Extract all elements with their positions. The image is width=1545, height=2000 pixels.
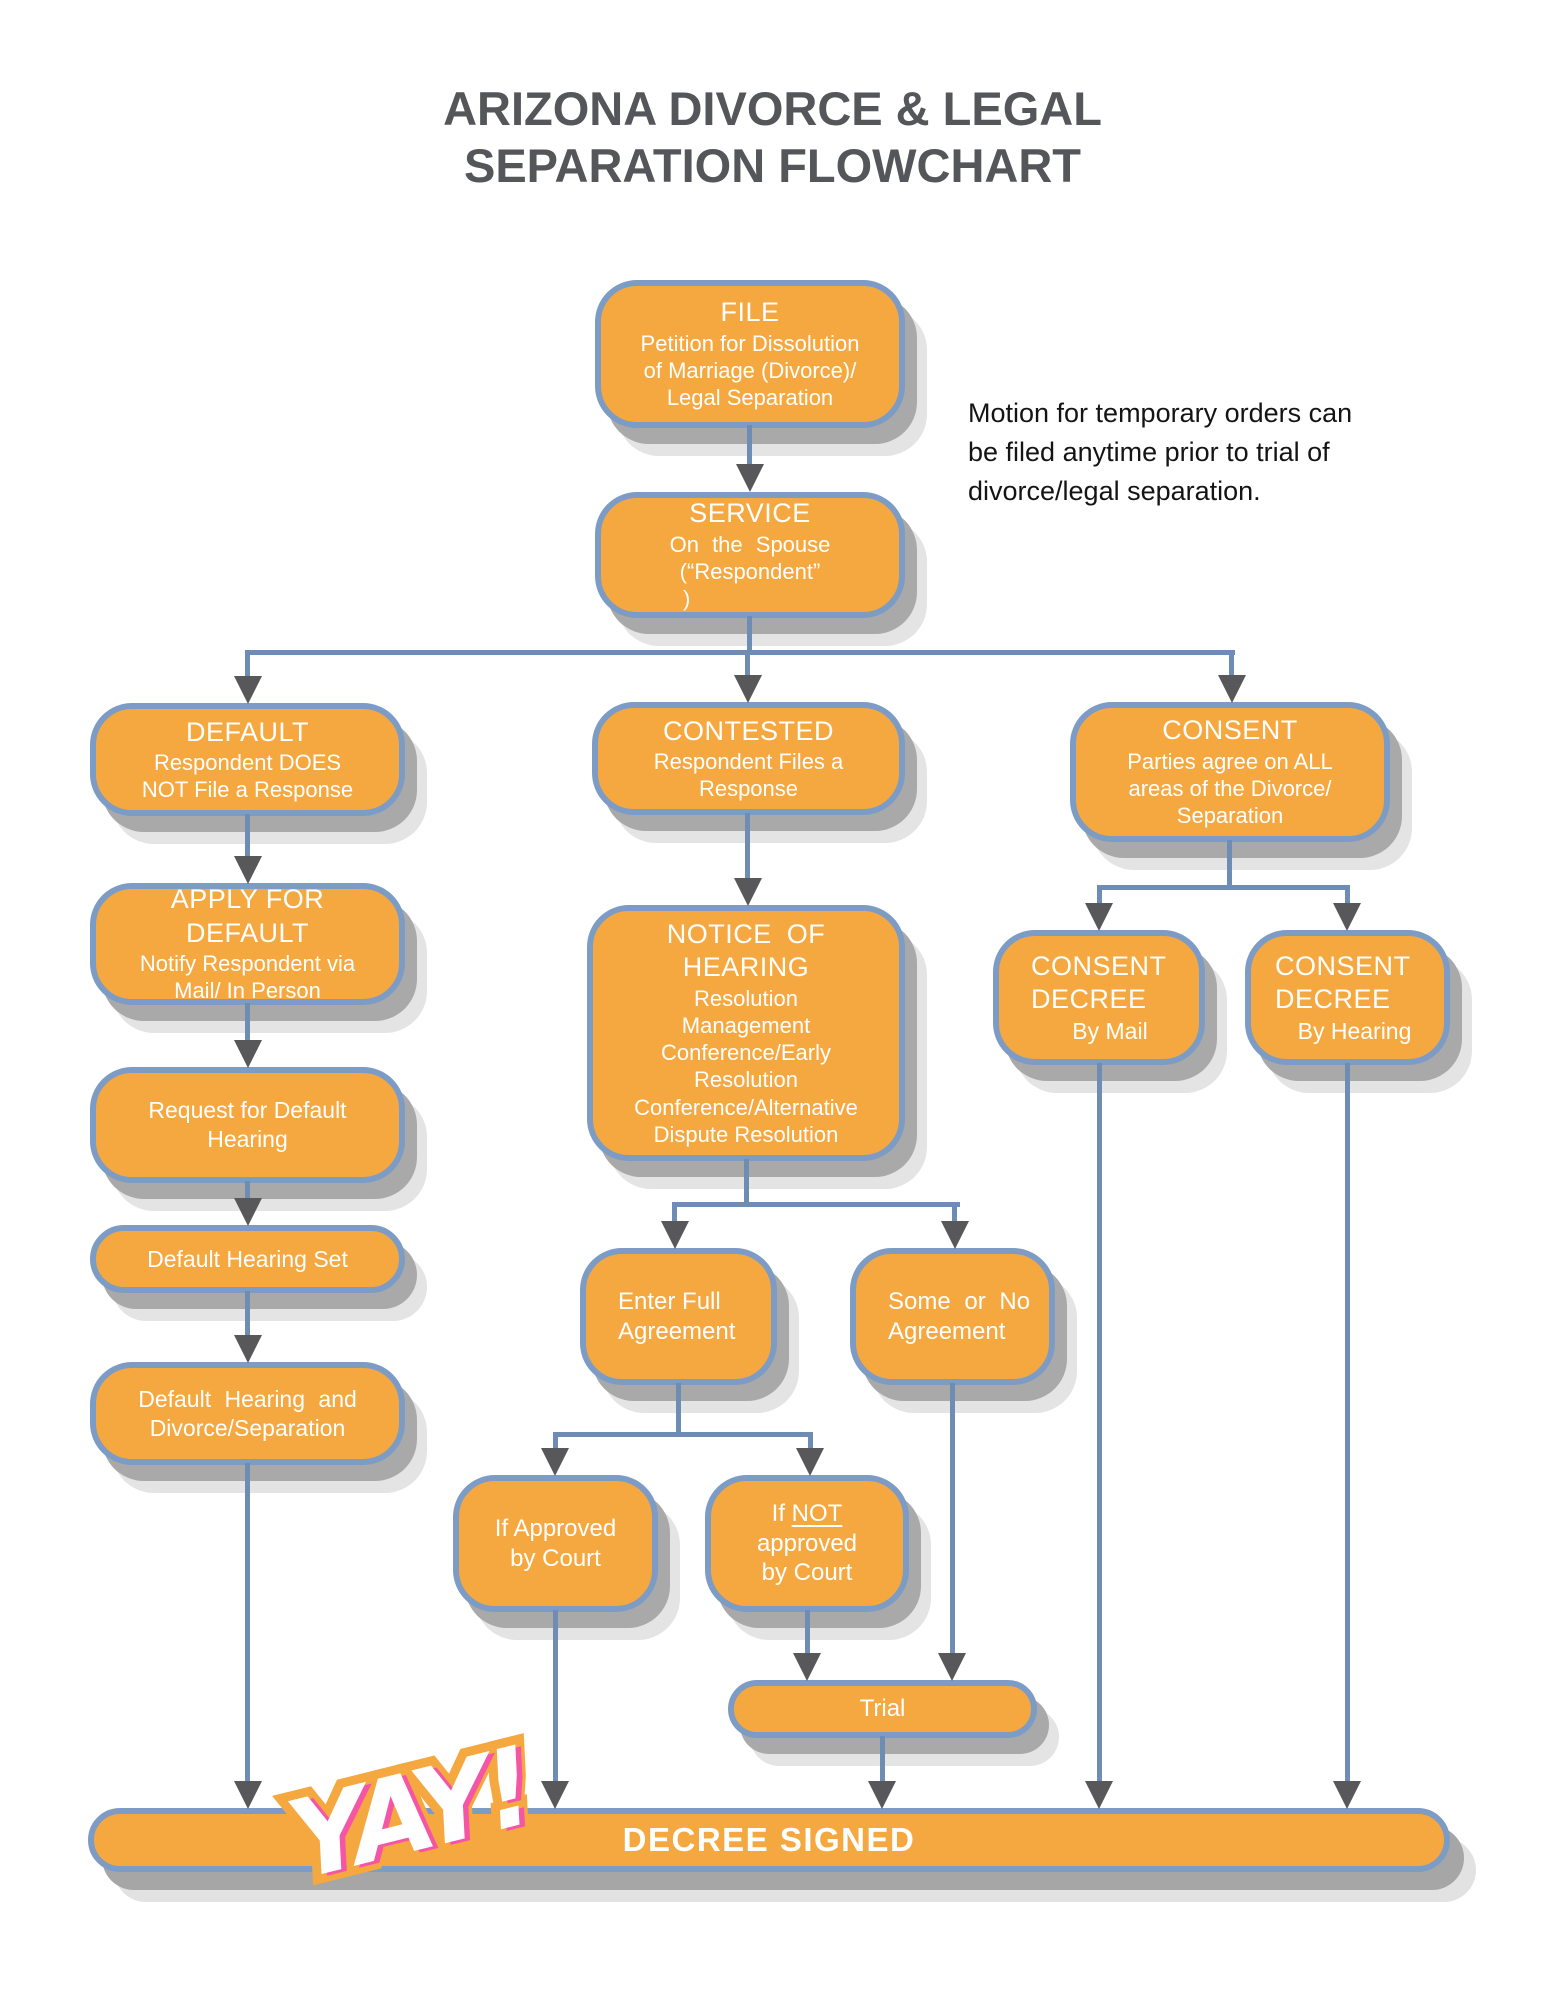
node-file: FILE Petition for Dissolution of Marriag… (595, 280, 905, 428)
connector-default-decree (245, 1463, 250, 1785)
arrowhead-decree-from-approved (541, 1781, 569, 1809)
node-consent: CONSENT Parties agree on ALL areas of th… (1070, 702, 1390, 842)
node-if-approved-by-court: If Approved by Court (453, 1475, 658, 1612)
node-notice-of-hearing: NOTICE OF HEARING Resolution Management … (587, 905, 905, 1161)
yay-text: YAY! (276, 1725, 542, 1905)
node-contested: CONTESTED Respondent Files a Response (592, 702, 905, 815)
arrowhead-decree-from-hearing (1333, 1781, 1361, 1809)
connector-split-mail (1097, 885, 1102, 905)
arrowhead-if-not-approved (796, 1448, 824, 1476)
node-default-hearing-set: Default Hearing Set (90, 1225, 405, 1293)
connector-enter-split (676, 1383, 681, 1437)
connector-split-contested (745, 650, 750, 678)
arrowhead-enter-full (661, 1221, 689, 1249)
arrowhead-apply (234, 856, 262, 884)
arrowhead-decree-from-mail (1085, 1781, 1113, 1809)
connector-trial-decree (880, 1736, 885, 1784)
connector-set-hearing (245, 1291, 250, 1337)
connector-agreement-horizontal (672, 1202, 960, 1207)
connector-split-hearing2 (1345, 885, 1350, 905)
connector-apply-request (245, 1003, 250, 1043)
arrowhead-consent (1218, 675, 1246, 703)
node-if-not-approved-by-court: If NOT approved by Court (705, 1475, 909, 1612)
node-trial: Trial (728, 1680, 1037, 1738)
connector-approval-horizontal (553, 1432, 813, 1437)
connector-request-set (245, 1181, 250, 1201)
arrowhead-decree-mail (1085, 903, 1113, 931)
node-some-or-no-agreement: Some or No Agreement (850, 1248, 1055, 1385)
connector-split-not-approved (808, 1432, 813, 1450)
node-default-hearing-divorce: Default Hearing and Divorce/Separation (90, 1362, 405, 1465)
connector-consent-split (1227, 840, 1232, 888)
node-apply-for-default: APPLY FOR DEFAULT Notify Respondent via … (90, 883, 405, 1005)
arrowhead-default (234, 676, 262, 704)
node-consent-decree-by-mail: CONSENT DECREE By Mail (993, 930, 1205, 1065)
connector-approved-decree (553, 1610, 558, 1784)
connector-someno-trial (950, 1383, 955, 1655)
arrowhead-notice (734, 878, 762, 906)
connector-split-enter-full (672, 1202, 677, 1224)
connector-hearing-decree (1345, 1063, 1350, 1783)
connector-split-horizontal (245, 650, 1235, 655)
arrowhead-decree-from-default (234, 1781, 262, 1809)
connector-split-approved (553, 1432, 558, 1450)
connector-split-some-no (952, 1202, 957, 1224)
connector-consent-horizontal (1097, 885, 1350, 890)
connector-file-service (747, 425, 752, 465)
connector-split-consent (1229, 650, 1234, 678)
arrowhead-service (736, 464, 764, 492)
node-request-default-hearing: Request for Default Hearing (90, 1067, 405, 1183)
connector-contested-notice (745, 813, 750, 881)
arrowhead-contested (734, 675, 762, 703)
arrowhead-some-no (941, 1221, 969, 1249)
arrowhead-default-hearing (234, 1335, 262, 1363)
side-note: Motion for temporary orders can be filed… (968, 398, 1353, 506)
connector-notice-split (744, 1159, 749, 1207)
page-title: ARIZONA DIVORCE & LEGAL SEPARATION FLOWC… (0, 80, 1545, 194)
page-title-line1: ARIZONA DIVORCE & LEGAL (443, 82, 1102, 135)
arrowhead-request (234, 1040, 262, 1068)
connector-notapproved-trial (805, 1610, 810, 1656)
yay-graphic: YAY! (276, 1725, 542, 1905)
node-service: SERVICE On the Spouse (“Respondent” ) (595, 492, 905, 618)
arrowhead-trial-right (938, 1653, 966, 1681)
node-consent-decree-by-hearing: CONSENT DECREE By Hearing (1245, 930, 1450, 1065)
node-default: DEFAULT Respondent DOES NOT File a Respo… (90, 703, 405, 816)
arrowhead-trial-left (793, 1653, 821, 1681)
arrowhead-if-approved (541, 1448, 569, 1476)
arrowhead-decree-hearing (1333, 903, 1361, 931)
connector-mail-decree (1097, 1063, 1102, 1783)
node-enter-full-agreement: Enter Full Agreement (580, 1248, 777, 1385)
underlined-not: NOT (791, 1499, 843, 1527)
arrowhead-hearing-set (234, 1198, 262, 1226)
connector-default-apply (245, 814, 250, 858)
connector-service-split (747, 616, 752, 654)
arrowhead-decree-from-trial (868, 1781, 896, 1809)
page-title-line2: SEPARATION FLOWCHART (463, 139, 1082, 192)
connector-split-default (245, 650, 250, 678)
